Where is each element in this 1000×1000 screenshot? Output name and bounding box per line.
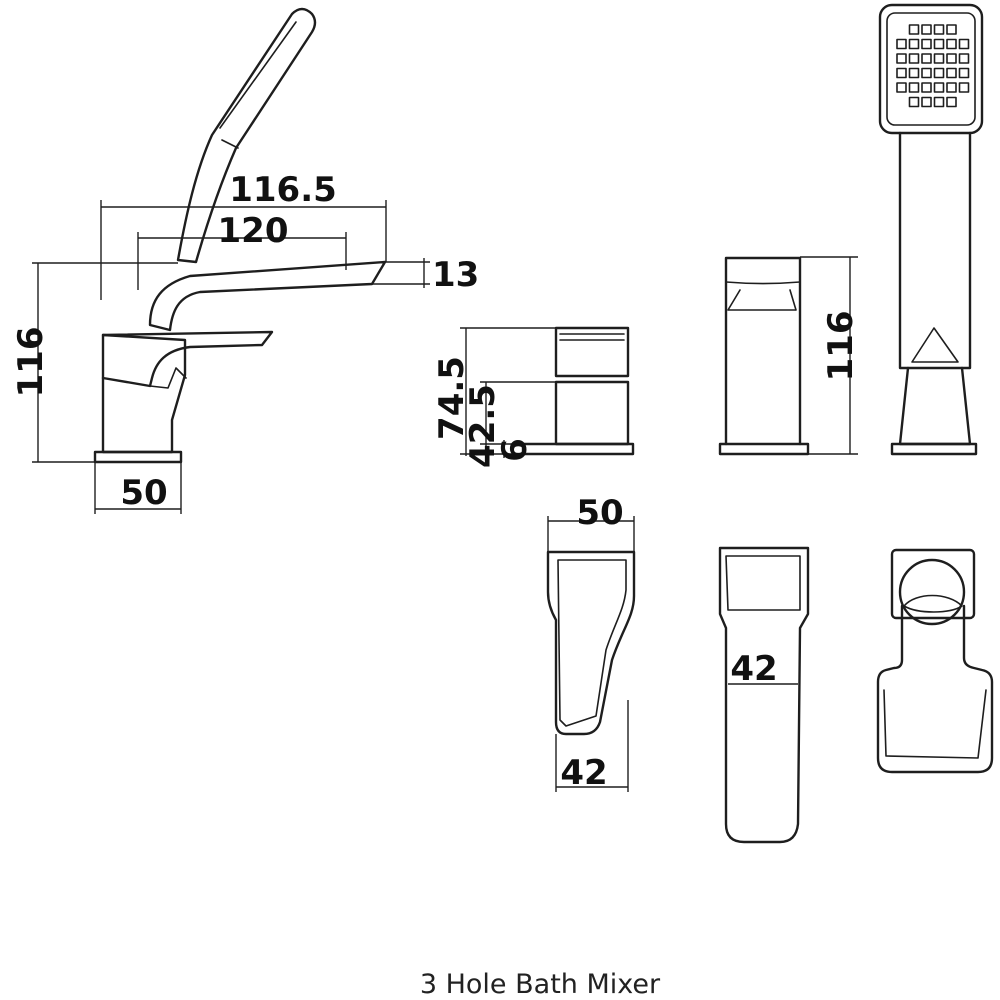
shower-handle bbox=[898, 131, 972, 370]
nozzle bbox=[933, 67, 945, 79]
spout-arm bbox=[148, 260, 387, 332]
nozzle bbox=[908, 24, 920, 35]
lever-detail bbox=[149, 367, 187, 389]
nozzle bbox=[896, 82, 907, 93]
spout-top-detail bbox=[725, 281, 801, 311]
nozzle bbox=[933, 96, 945, 108]
shower-cradle-detail bbox=[911, 327, 959, 363]
nozzle bbox=[946, 67, 957, 79]
nozzle bbox=[958, 38, 970, 50]
nozzle bbox=[958, 53, 970, 64]
nozzle bbox=[908, 82, 920, 93]
dim-base: 50 bbox=[120, 473, 167, 513]
spout-plan-outline bbox=[718, 546, 810, 844]
nozzle bbox=[933, 24, 945, 35]
holder-shower-inner bbox=[883, 689, 987, 759]
shower-elevation bbox=[878, 3, 984, 456]
lever-handle-lines bbox=[557, 333, 627, 377]
side-view: 116.5 120 13 116 50 bbox=[11, 7, 479, 514]
holder-plan bbox=[876, 548, 994, 774]
nozzle bbox=[921, 82, 932, 93]
lever-elevation: 74.5 42.5 6 bbox=[432, 326, 635, 468]
nozzle bbox=[946, 24, 957, 35]
nozzle bbox=[958, 67, 970, 79]
lever-handle bbox=[101, 330, 274, 388]
nozzle bbox=[908, 96, 920, 108]
nozzle bbox=[908, 53, 920, 64]
nozzle bbox=[946, 53, 957, 64]
dim-plan-bottom: 42 bbox=[560, 753, 607, 793]
holder-ring bbox=[898, 558, 966, 626]
lever-base bbox=[521, 442, 635, 456]
nozzle bbox=[933, 82, 945, 93]
dim-plan-top: 50 bbox=[576, 493, 623, 533]
nozzle bbox=[908, 38, 920, 50]
nozzle bbox=[921, 96, 932, 108]
lever-plan-inner bbox=[557, 559, 627, 727]
shower-holder bbox=[898, 366, 972, 446]
dim-spout-plan-width: 42 bbox=[730, 649, 777, 689]
nozzle bbox=[896, 67, 907, 79]
nozzle bbox=[921, 53, 932, 64]
holder-shower-plan bbox=[876, 604, 994, 774]
dim-lever-total: 74.5 bbox=[432, 356, 472, 440]
nozzle bbox=[958, 82, 970, 93]
shower-nozzle-grid bbox=[896, 24, 970, 108]
nozzle bbox=[921, 38, 932, 50]
nozzle bbox=[946, 82, 957, 93]
nozzle bbox=[946, 96, 957, 108]
nozzle bbox=[896, 53, 907, 64]
shower-base bbox=[890, 442, 978, 456]
nozzle bbox=[933, 38, 945, 50]
spout-elevation: 116 bbox=[718, 256, 861, 456]
nozzle bbox=[896, 38, 907, 50]
side-base bbox=[93, 450, 183, 464]
lever-handle-front bbox=[554, 326, 630, 378]
dim-spout-elev-height: 116 bbox=[821, 311, 861, 382]
lever-body bbox=[554, 380, 630, 446]
holder-cradle bbox=[903, 594, 963, 613]
spout-base bbox=[718, 442, 810, 456]
lever-plan-outline bbox=[546, 550, 636, 736]
lever-plan: 50 42 bbox=[546, 493, 636, 793]
hand-shower-outline bbox=[176, 7, 317, 264]
nozzle bbox=[933, 53, 945, 64]
dim-spout-height: 13 bbox=[432, 255, 479, 295]
nozzle bbox=[921, 67, 932, 79]
shower-head-outline bbox=[878, 3, 984, 135]
nozzle bbox=[946, 38, 957, 50]
dim-overall-length: 116.5 bbox=[229, 170, 337, 210]
dim-spout-length: 120 bbox=[218, 211, 289, 251]
holder-plate bbox=[890, 548, 976, 620]
caption: 3 Hole Bath Mixer bbox=[420, 969, 661, 1000]
spout-plan: 42 bbox=[718, 546, 810, 844]
dim-height: 116 bbox=[11, 327, 51, 398]
spout-plan-inner bbox=[725, 555, 801, 611]
shower-head-inner bbox=[886, 12, 976, 126]
hand-shower-head-edge bbox=[219, 21, 297, 149]
nozzle bbox=[908, 67, 920, 79]
spout-body bbox=[724, 256, 802, 446]
dim-lever-mid: 42.5 bbox=[463, 384, 503, 468]
nozzle bbox=[921, 24, 932, 35]
dim-lever-base: 6 bbox=[495, 438, 535, 462]
